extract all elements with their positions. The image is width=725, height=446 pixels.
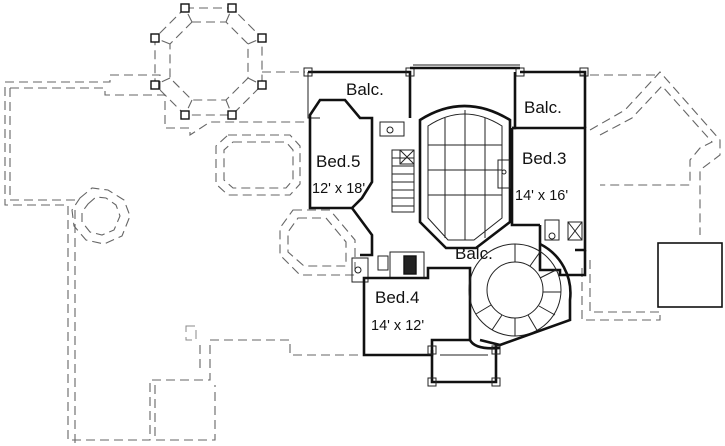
bay-lower-left [279,209,356,276]
room-dims-bed4: 14' x 12' [371,318,424,334]
roof-outline-left [4,74,360,445]
room-name-bed4: Bed.4 [375,288,419,307]
room-name-balc-right: Balc. [524,98,562,117]
gazebo-top [150,3,305,120]
bay-left [71,187,131,245]
room-dims-bed5: 12' x 18' [312,181,365,197]
skylight-left [215,134,301,196]
room-name-bed5: Bed.5 [316,152,360,171]
upper-floor-walls [303,64,589,387]
room-name-bed3: Bed.3 [522,149,566,168]
roof-outline-right [580,71,723,321]
room-dims-bed3: 14' x 16' [515,188,568,204]
room-name-balc-center: Balc. [455,244,493,263]
room-name-balc-top: Balc. [346,80,384,99]
